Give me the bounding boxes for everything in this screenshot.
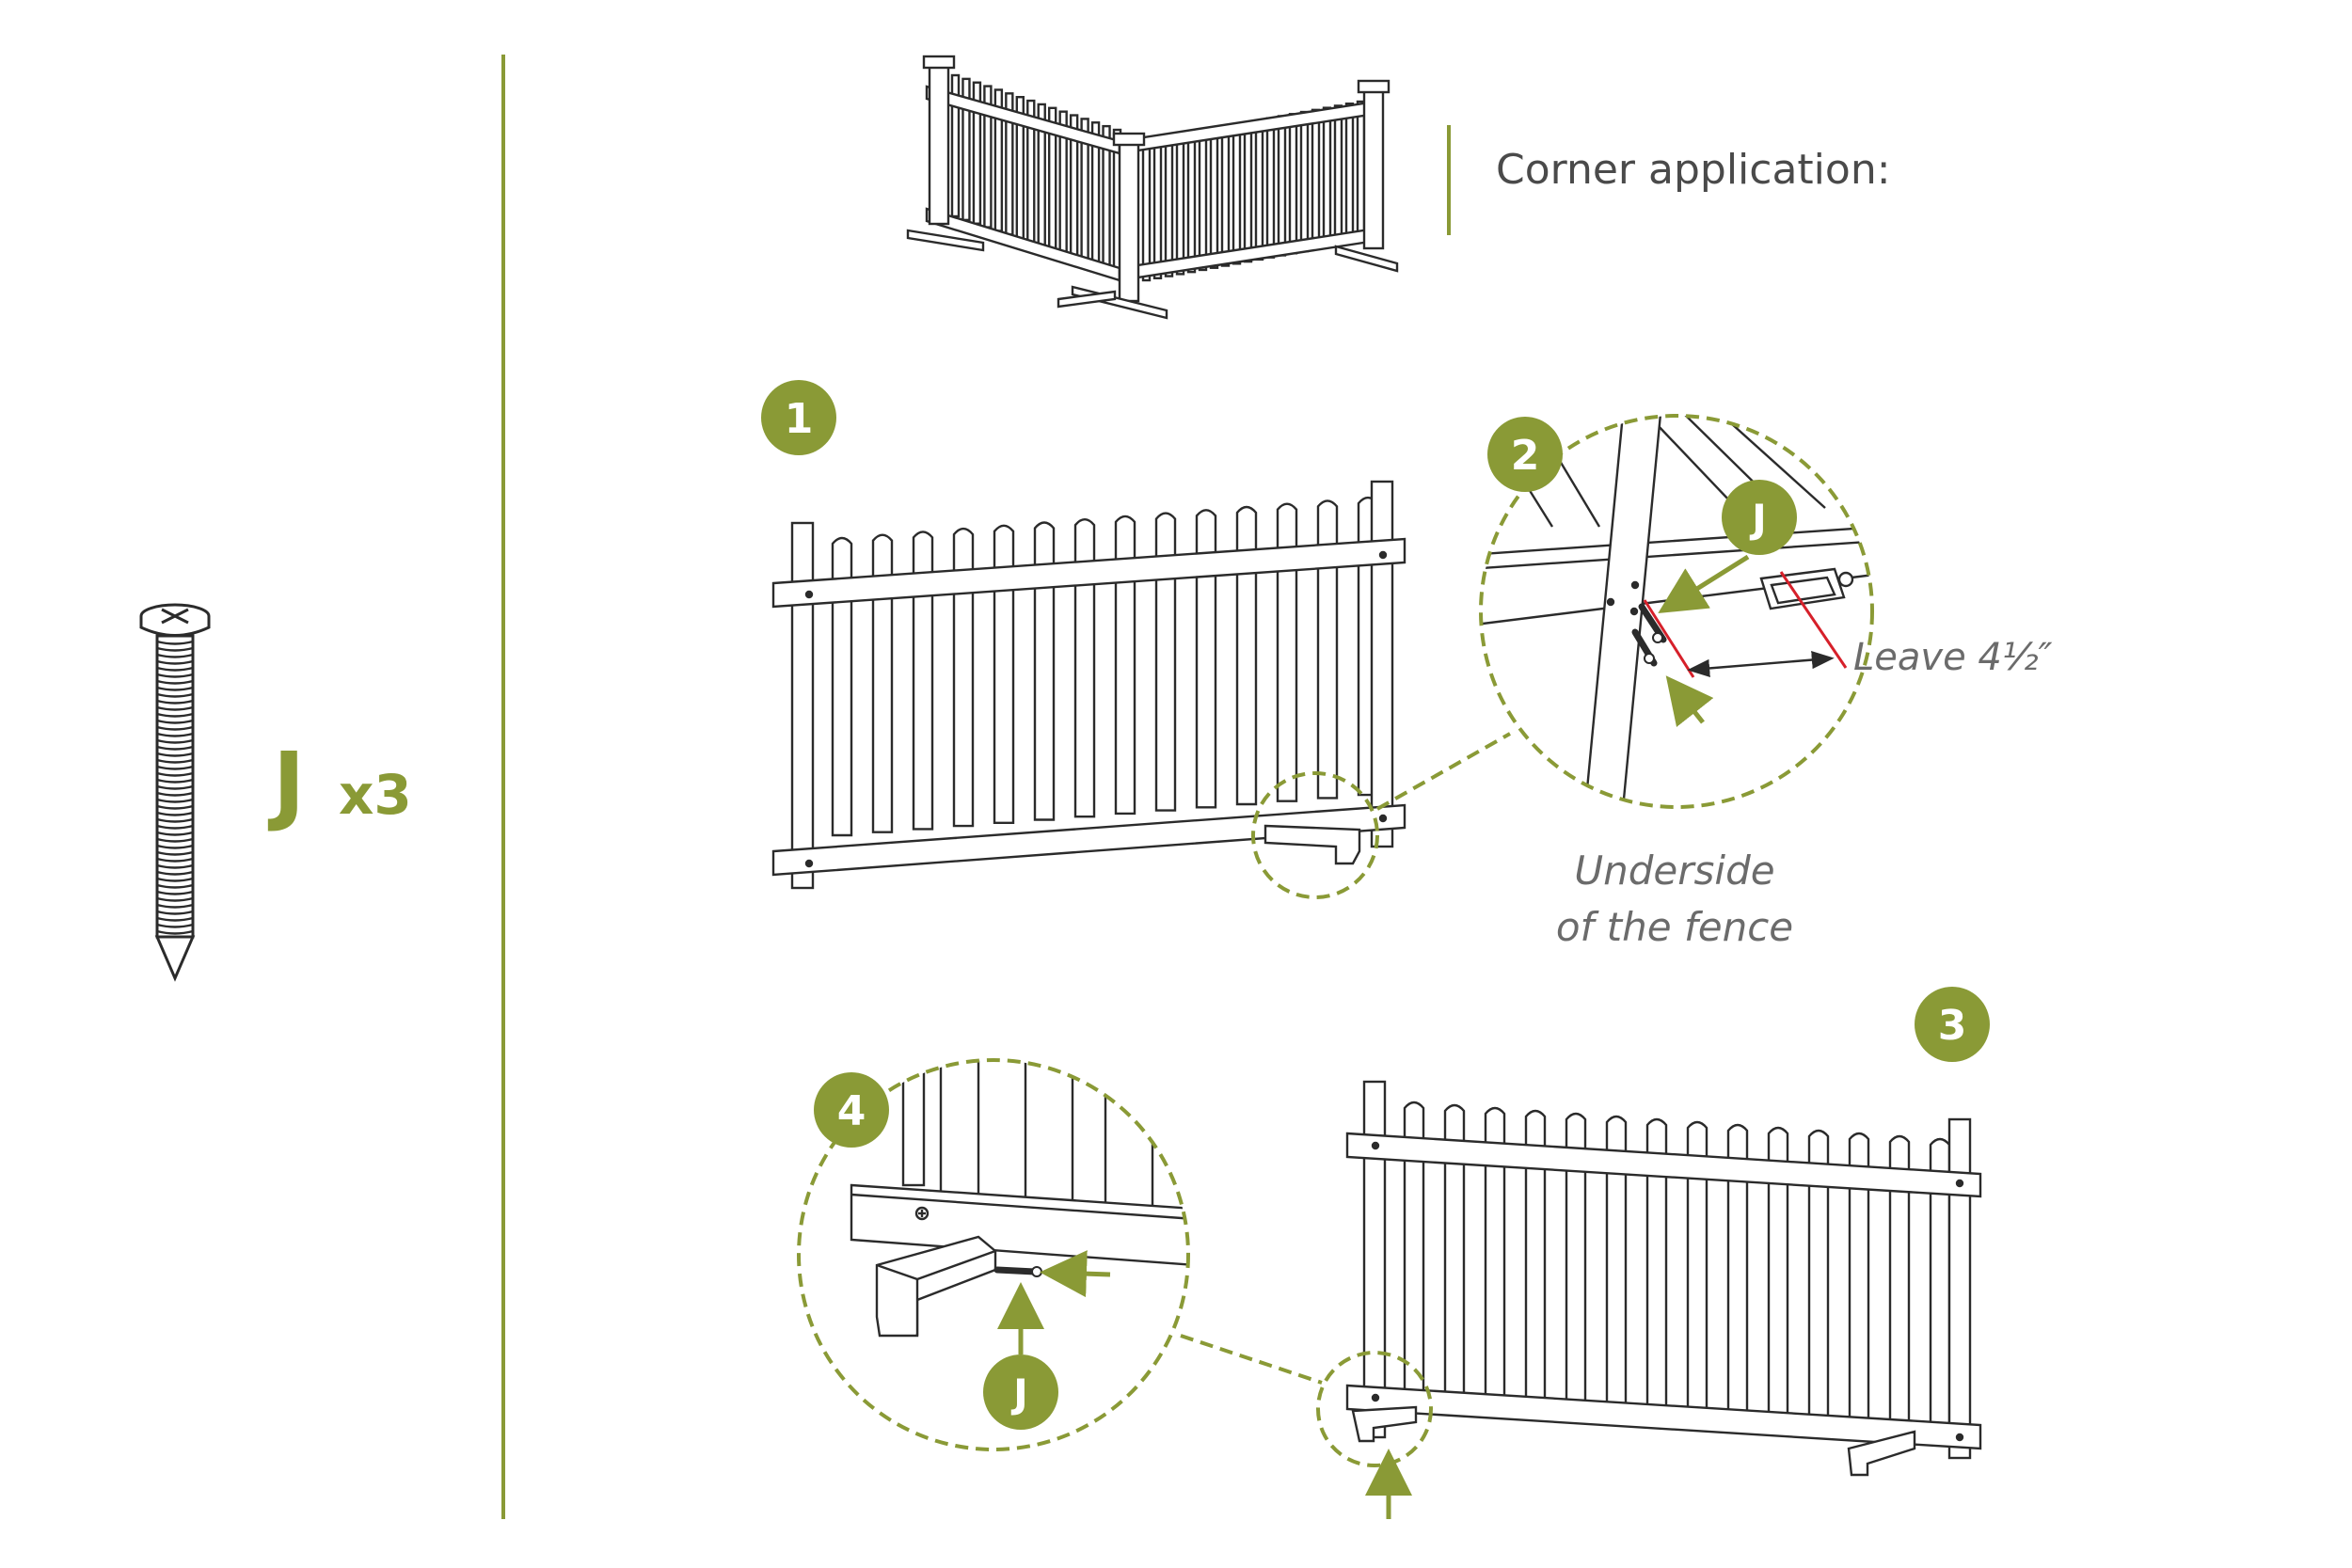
svg-text:1: 1 bbox=[785, 395, 814, 443]
underside-label-line-2: of the fence bbox=[1556, 904, 1793, 950]
svg-text:4: 4 bbox=[837, 1087, 866, 1135]
detail-marker-step-1 bbox=[1251, 771, 1379, 899]
screw-j-step-2-icon bbox=[1631, 603, 1667, 667]
svg-text:J: J bbox=[1749, 496, 1767, 542]
step-1-badge: 1 bbox=[761, 380, 836, 455]
insert-arrow-step-2 bbox=[1658, 554, 1750, 613]
screw-j-step-4-icon bbox=[993, 1266, 1042, 1277]
fence-panel-step-3 bbox=[1345, 1080, 1982, 1477]
insert-arrow-step-4 bbox=[1040, 1250, 1111, 1298]
detail-circle-step-2 bbox=[1479, 414, 1874, 809]
underside-label-line-1: Underside bbox=[1574, 847, 1774, 894]
measure-edge-right bbox=[1779, 571, 1848, 669]
j-label-step-4: J bbox=[983, 1354, 1058, 1430]
step-2-badge: 2 bbox=[1487, 417, 1563, 492]
detail-circle-step-4 bbox=[797, 1058, 1190, 1451]
leave-measurement-label: Leave 4½″ bbox=[1853, 636, 2053, 679]
part-letter: J bbox=[267, 734, 305, 834]
step-3-badge: 3 bbox=[1915, 987, 1990, 1062]
screw-j-icon bbox=[139, 603, 211, 982]
detail-connector-step-1 bbox=[1376, 732, 1511, 811]
fence-panel-step-1 bbox=[771, 480, 1406, 890]
svg-text:J: J bbox=[1010, 1370, 1028, 1417]
j-label-step-2: J bbox=[1722, 480, 1797, 555]
measure-arrow bbox=[1687, 650, 1835, 678]
detail-view-step-4 bbox=[850, 1060, 1188, 1338]
corner-fence-illustration bbox=[906, 55, 1399, 320]
detail-connector-step-3 bbox=[1180, 1334, 1323, 1385]
part-quantity: x3 bbox=[339, 763, 412, 827]
svg-text:3: 3 bbox=[1938, 1002, 1967, 1050]
step-4-badge: 4 bbox=[814, 1072, 889, 1148]
measure-edge-left bbox=[1643, 599, 1695, 678]
corner-application-title: Corner application: bbox=[1496, 146, 1891, 194]
svg-text:2: 2 bbox=[1511, 432, 1540, 480]
underside-arrow-step-2 bbox=[1665, 675, 1714, 727]
